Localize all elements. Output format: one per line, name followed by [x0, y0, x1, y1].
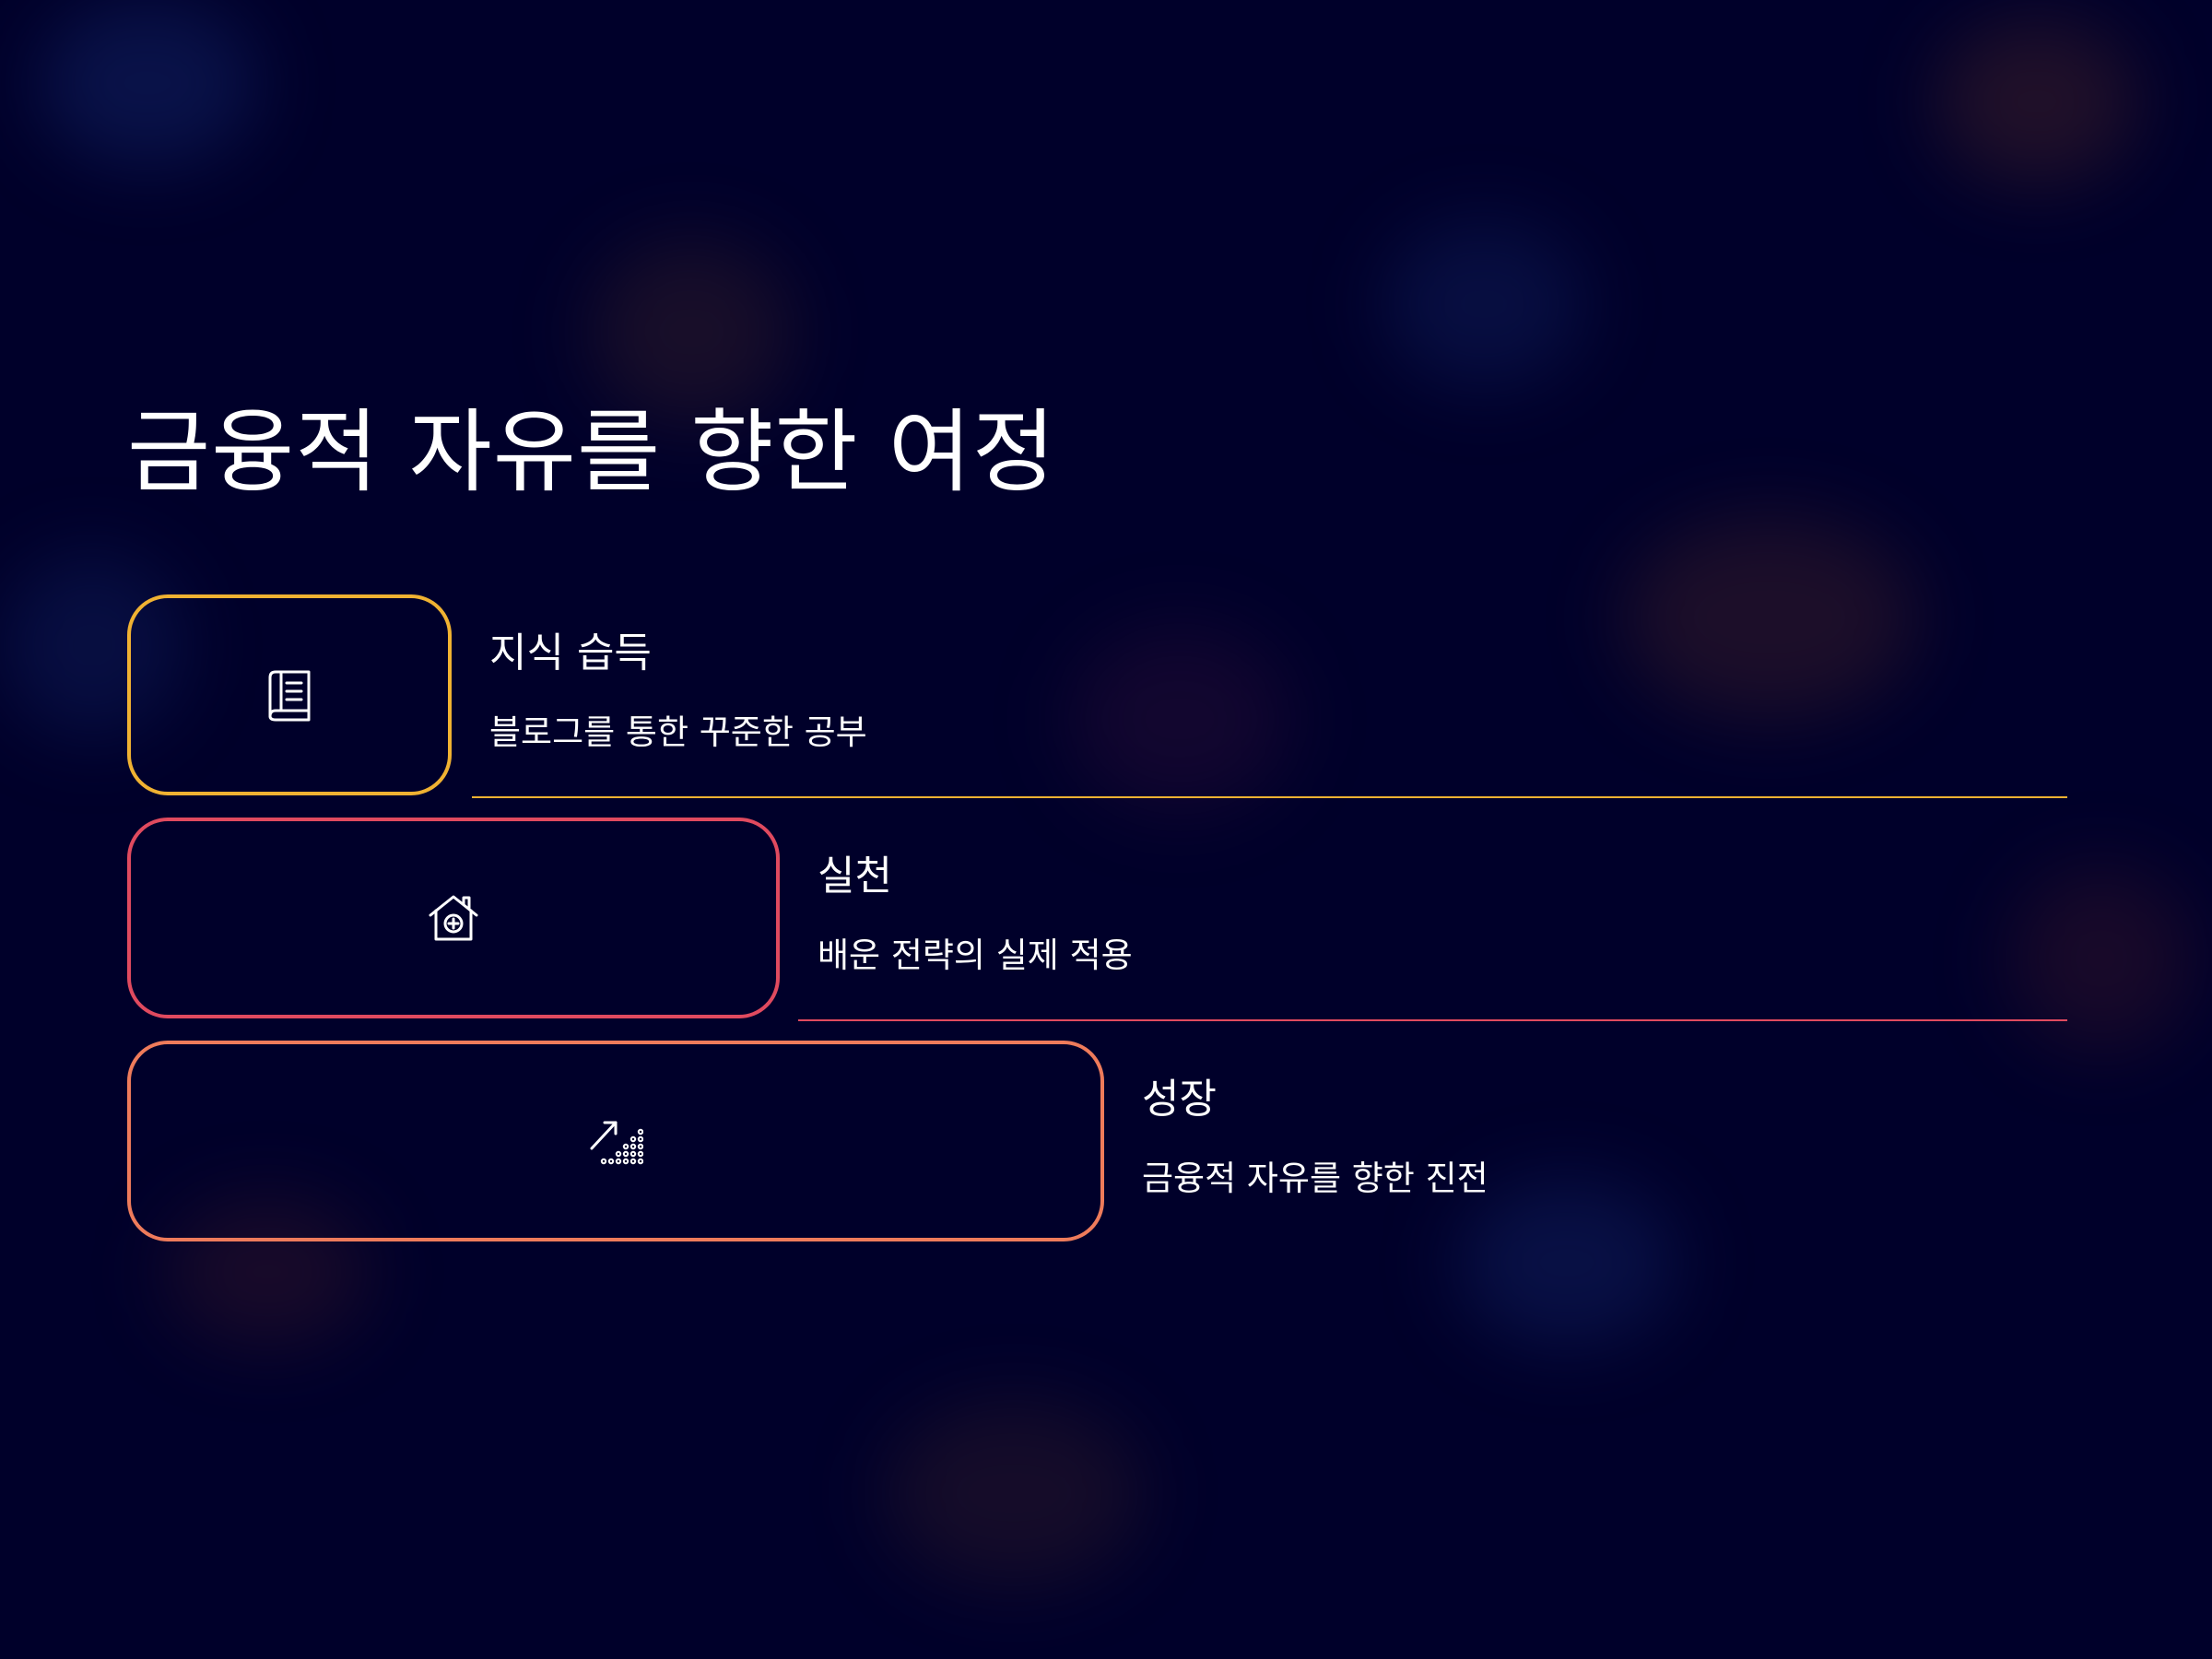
- page-title: 금융적 자유를 향한 여정: [127, 400, 1057, 505]
- step-title: 지식 습득: [489, 629, 652, 677]
- step-practice: 실천 배운 전략의 실제 적용: [127, 818, 2067, 1021]
- growth-chart-icon: [588, 1115, 643, 1167]
- step-title: 실천: [818, 853, 892, 900]
- step-knowledge: 지식 습득 블로그를 통한 꾸준한 공부: [127, 594, 2067, 798]
- step-growth: 성장 금융적 자유를 향한 진전: [127, 1041, 1602, 1241]
- step-description: 배운 전략의 실제 적용: [818, 935, 1133, 975]
- book-icon: [265, 668, 314, 722]
- step-description: 블로그를 통한 꾸준한 공부: [489, 712, 867, 752]
- step-divider: [472, 796, 2067, 798]
- step-description: 금융적 자유를 향한 진전: [1142, 1159, 1488, 1198]
- step-title: 성장: [1142, 1076, 1217, 1123]
- step-practice-box: [127, 818, 780, 1018]
- house-plus-icon: [427, 893, 480, 943]
- step-growth-box: [127, 1041, 1104, 1241]
- step-knowledge-box: [127, 594, 452, 795]
- step-divider: [798, 1019, 2067, 1021]
